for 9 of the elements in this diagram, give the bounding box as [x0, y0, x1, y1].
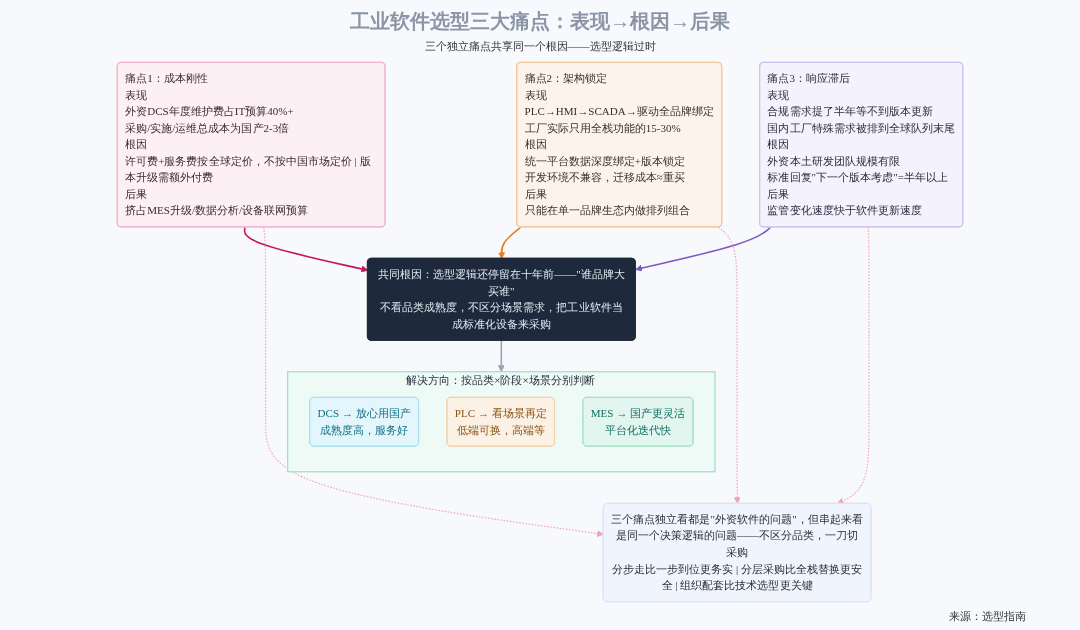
arrow: [263, 226, 604, 537]
arrow: [498, 226, 522, 260]
subtitle: 三个独立痛点共享同一个根因——选型逻辑过时: [424, 40, 656, 52]
source-note: 来源：选型指南: [949, 610, 1026, 622]
arrow: [497, 339, 505, 373]
arrow: [717, 226, 741, 504]
arrow: [635, 226, 772, 272]
arrow: [837, 226, 870, 504]
diagram-title: 工业软件选型三大痛点：表现→根因→后果: [350, 10, 730, 32]
